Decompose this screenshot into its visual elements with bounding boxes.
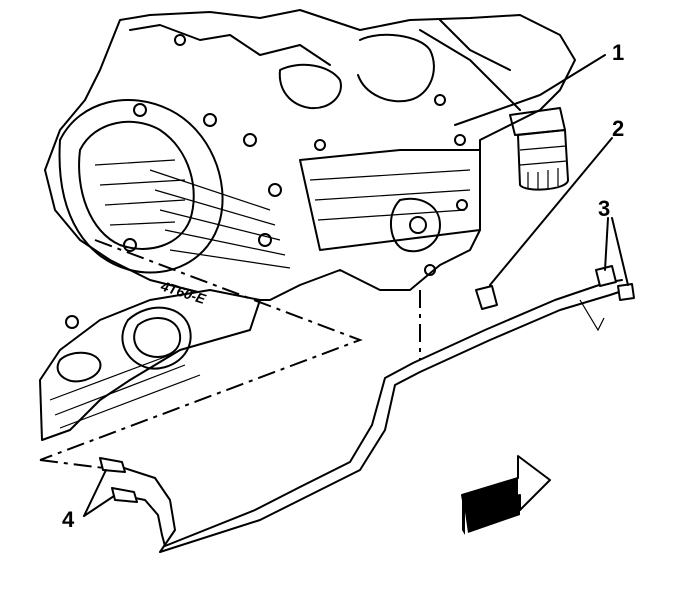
line-fittings-right bbox=[595, 265, 635, 301]
line-retaining-clip bbox=[475, 285, 498, 310]
line-fittings-left bbox=[99, 457, 138, 503]
front-direction-arrow bbox=[461, 455, 551, 535]
phantom-outline bbox=[39, 239, 421, 471]
callout-4: 4 bbox=[62, 507, 75, 532]
leader-lines bbox=[83, 54, 629, 517]
transmission-cooler-lines bbox=[99, 265, 635, 553]
oil-pan: 4T60-E bbox=[39, 277, 261, 441]
callout-2: 2 bbox=[612, 116, 624, 141]
oil-filter bbox=[509, 107, 569, 191]
engine-transaxle-assembly bbox=[44, 9, 576, 301]
callout-1: 1 bbox=[612, 40, 624, 65]
callout-3: 3 bbox=[598, 196, 610, 221]
bolts bbox=[123, 34, 468, 276]
